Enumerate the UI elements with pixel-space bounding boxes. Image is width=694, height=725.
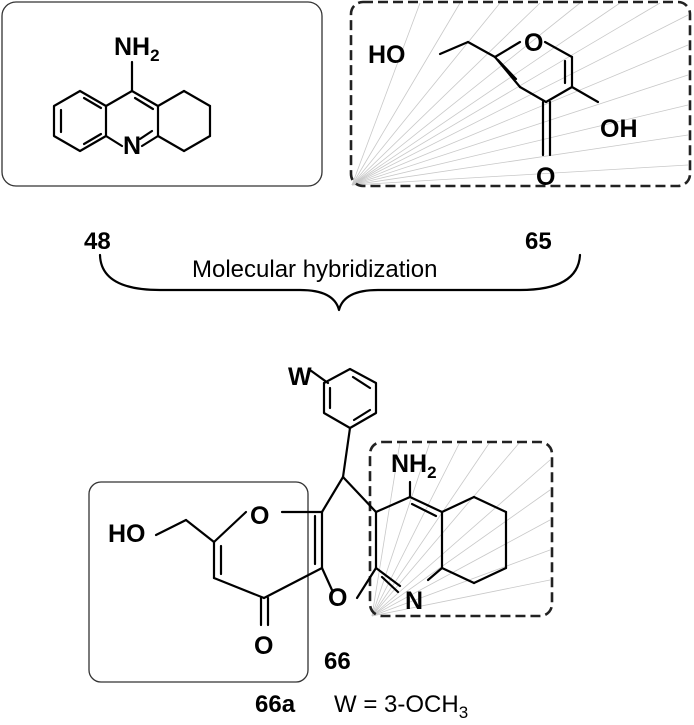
kojic-structure bbox=[438, 40, 600, 157]
hybrid-substituent-w: W bbox=[288, 363, 312, 391]
hybrid-kojic-frame bbox=[88, 481, 309, 683]
derivative-substituent: W = 3-OCH3 bbox=[334, 691, 468, 722]
hybrid-tacrine-frame bbox=[368, 440, 554, 618]
compound-48-label: 48 bbox=[84, 228, 111, 255]
tacrine-amine-label: NH2 bbox=[114, 33, 160, 65]
hybrid-ring-oxygen-bottom: O bbox=[328, 584, 347, 612]
hybrid-hydroxymethyl-label: HO bbox=[108, 520, 146, 548]
hybrid-tacrine-ray-fan bbox=[371, 441, 551, 617]
kojic-carbonyl-oxygen: O bbox=[536, 163, 555, 191]
kojic-ray-fan bbox=[351, 2, 689, 186]
compound-66-label: 66 bbox=[324, 648, 351, 675]
kojic-frame bbox=[349, 0, 692, 188]
hybrid-carbonyl-oxygen: O bbox=[254, 632, 273, 660]
hybrid-amine-label: NH2 bbox=[391, 450, 437, 482]
kojic-hydroxyl-label: OH bbox=[600, 115, 638, 143]
hybrid-ring-nitrogen: N bbox=[405, 587, 423, 615]
hybridization-brace bbox=[98, 253, 582, 312]
kojic-ring-oxygen: O bbox=[524, 29, 543, 57]
kojic-hydroxymethyl-label: HO bbox=[368, 41, 406, 69]
hybrid-ring-oxygen-top: O bbox=[250, 502, 269, 530]
tacrine-frame bbox=[1, 1, 323, 187]
tacrine-ring-nitrogen: N bbox=[123, 132, 141, 160]
hybrid-structure bbox=[154, 367, 508, 627]
tacrine-structure bbox=[52, 60, 212, 153]
derivative-label: 66a bbox=[255, 691, 296, 718]
hybridization-label: Molecular hybridization bbox=[192, 256, 437, 283]
compound-65-label: 65 bbox=[525, 228, 552, 255]
